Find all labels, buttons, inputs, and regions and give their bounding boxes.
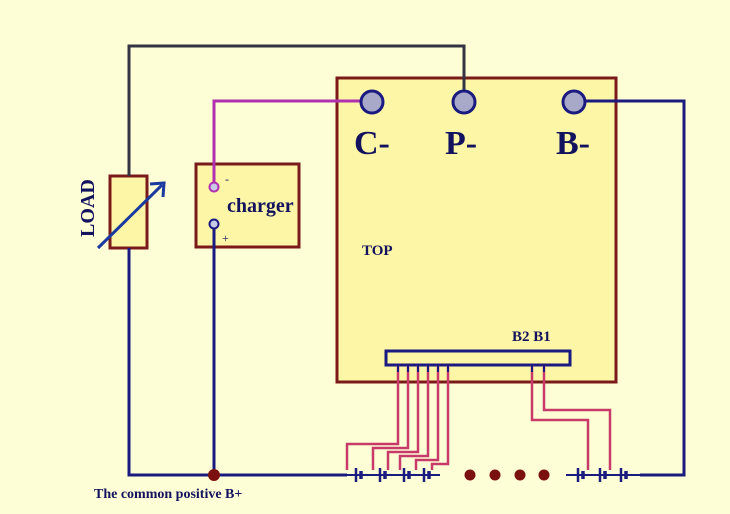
charger-minus-terminal [208,181,220,193]
p-minus-wire [127,44,466,176]
battery-cells-left [347,468,440,482]
battery-cells-right [566,468,640,482]
common-positive-node [208,469,220,481]
label-load: LOAD [77,179,99,237]
balance-leads [345,365,612,470]
bms-board [335,76,618,384]
c-minus-terminal [359,89,385,115]
load-arrowhead [149,181,166,198]
charger-plus-terminal [208,218,220,230]
label-b-minus: B- [556,125,590,162]
b-minus-wire [574,99,686,477]
load-arrow [96,183,164,250]
load-resistor [108,174,149,250]
c-minus-wire [212,99,372,187]
load-bplus-wire [127,248,347,477]
b-minus-terminal [561,89,587,115]
label-p-minus: P- [445,125,477,162]
balance-connector [384,349,572,367]
label-b2-b1: B2 B1 [512,329,551,345]
label-common-positive: The common positive B+ [94,487,242,502]
label-top: TOP [362,243,393,259]
p-minus-terminal [451,89,477,115]
label-charger: charger [227,195,294,217]
cells-ellipsis [464,469,550,481]
label-charger-minus: - [225,172,229,186]
label-c-minus: C- [354,125,390,162]
balance-lead-stubs [397,365,545,372]
label-charger-plus: + [222,231,229,245]
